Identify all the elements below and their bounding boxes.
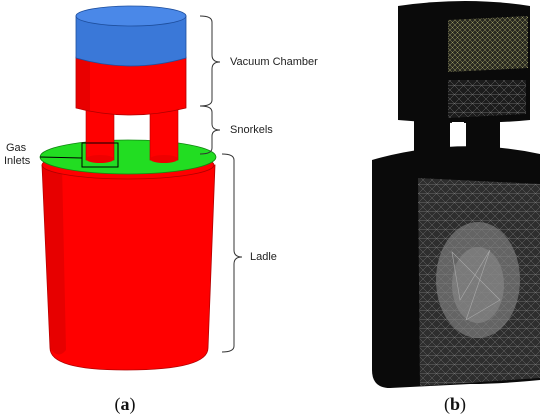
gas-inlet-leader xyxy=(39,156,83,159)
vacuum-chamber-blue xyxy=(75,5,187,67)
snorkels-bracket xyxy=(199,105,221,155)
cad-geometry-model xyxy=(39,5,217,371)
caption-b-letter: b xyxy=(450,394,460,414)
gas-inlets-label-line1: Gas xyxy=(6,142,27,154)
vacuum-chamber-bracket xyxy=(199,15,221,107)
ladle-label: Ladle xyxy=(250,251,277,263)
gas-inlets-label-line2: Inlets xyxy=(4,155,31,167)
ladle-body xyxy=(39,139,217,371)
vacuum-chamber-red xyxy=(75,56,187,116)
ladle-bracket xyxy=(221,153,243,353)
snorkels-label: Snorkels xyxy=(230,124,273,136)
mesh-model xyxy=(372,1,540,388)
ladle-top-green xyxy=(39,139,217,175)
caption-a: (a) xyxy=(115,394,136,415)
gas-inlet-box xyxy=(81,142,119,168)
vacuum-chamber-label: Vacuum Chamber xyxy=(230,56,318,68)
caption-a-letter: a xyxy=(121,394,130,414)
brackets xyxy=(199,15,243,353)
caption-b: (b) xyxy=(444,394,466,415)
